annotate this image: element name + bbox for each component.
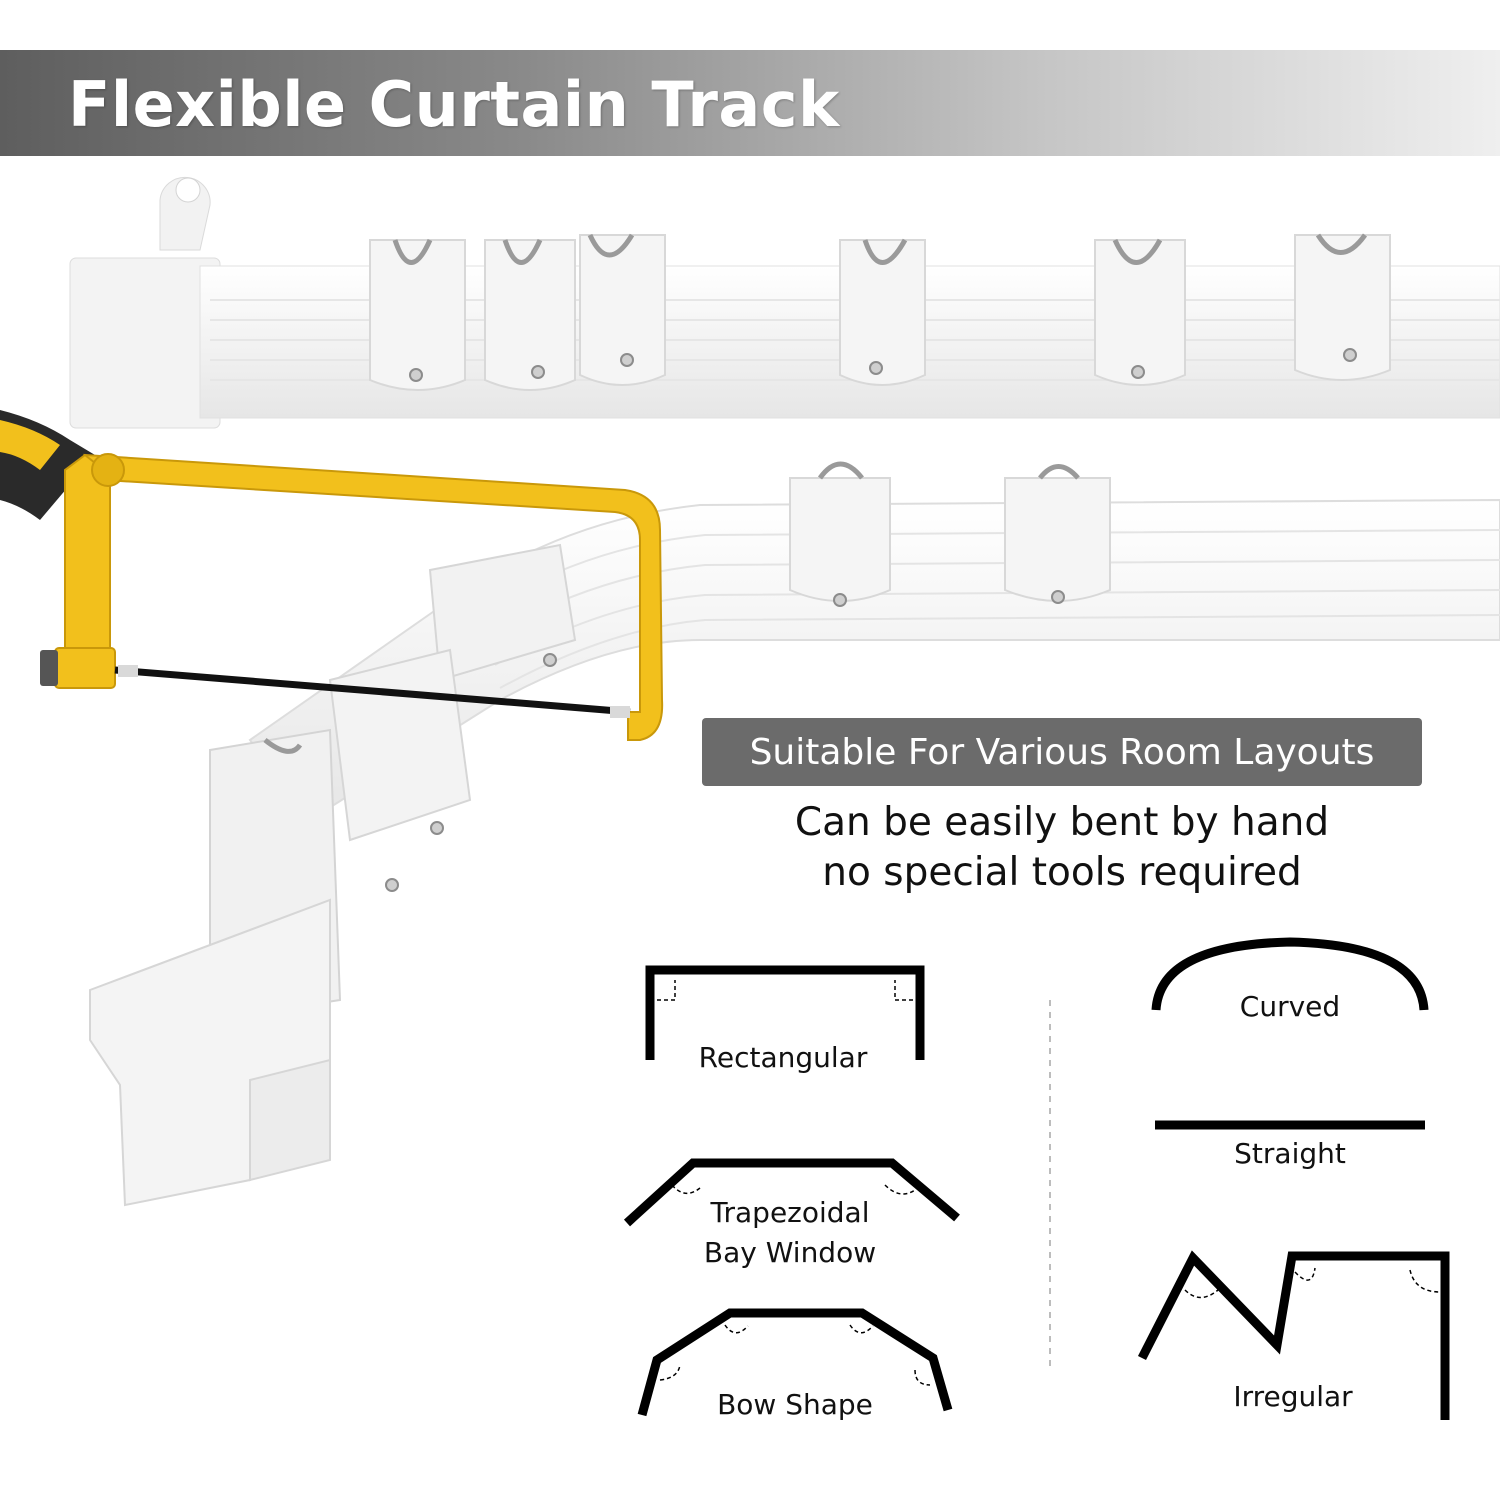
label-rectangular: Rectangular [698, 1041, 868, 1074]
label-curved: Curved [1239, 990, 1341, 1023]
trapezoidal-shape [623, 1158, 960, 1227]
label-trapezoidal-line-1: Trapezoidal [710, 1196, 870, 1229]
rectangular-corner-marks [657, 980, 913, 1001]
upper-track [69, 176, 1500, 429]
runner-screws [409, 348, 1357, 382]
bow-corner-marks [659, 1324, 931, 1386]
rectangular-shape [645, 965, 925, 1060]
label-trapezoidal-line-2: Bay Window [703, 1236, 877, 1269]
description: Can be easily bent by hand no special to… [700, 798, 1424, 898]
trapezoidal-corner-marks [671, 1184, 916, 1195]
track-runners [369, 234, 1391, 391]
page-title: Flexible Curtain Track [68, 68, 840, 141]
runner-rings [392, 233, 1368, 265]
irregular-corner-marks [1184, 1267, 1441, 1299]
end-cap [89, 728, 342, 1207]
label-bow-shape: Bow Shape [717, 1388, 873, 1421]
hacksaw [0, 410, 664, 741]
curved-shape [1151, 937, 1429, 1011]
irregular-shape [1137, 1250, 1450, 1420]
subtitle-badge: Suitable For Various Room Layouts [702, 718, 1422, 786]
title-banner [0, 50, 1500, 156]
label-straight: Straight [1234, 1137, 1346, 1170]
layout-diagrams [623, 937, 1450, 1420]
lower-curved-track [248, 461, 1500, 892]
description-line-1: Can be easily bent by hand [794, 800, 1330, 845]
label-irregular: Irregular [1233, 1380, 1353, 1413]
description-line-2: no special tools required [822, 850, 1302, 895]
bow-shape [637, 1308, 953, 1417]
